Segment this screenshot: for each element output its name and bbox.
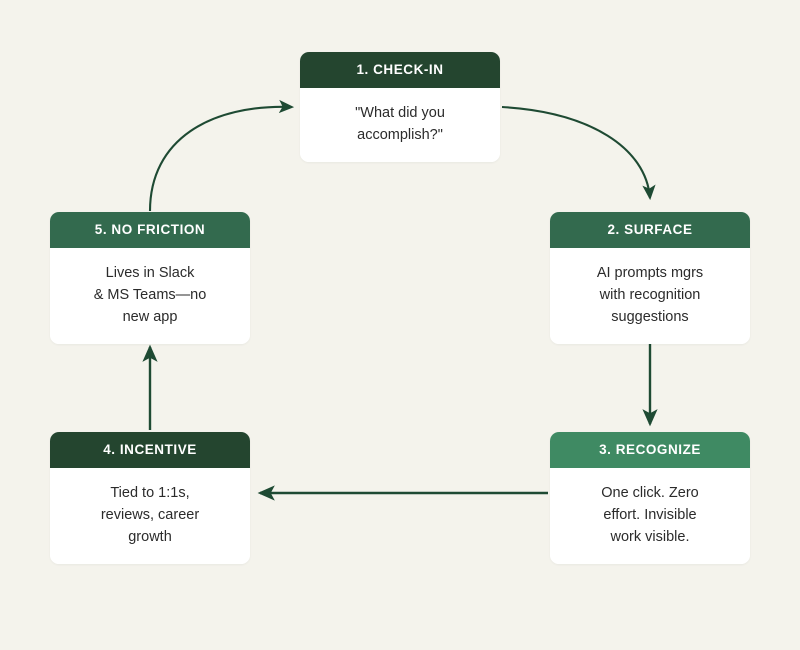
node-no-friction-title: 5. NO FRICTION: [50, 212, 250, 248]
node-recognize[interactable]: 3. RECOGNIZE One click. Zero effort. Inv…: [550, 432, 750, 564]
node-incentive-body: Tied to 1:1s, reviews, career growth: [50, 468, 250, 564]
connector-no-friction-to-check-in: [148, 99, 295, 212]
node-check-in[interactable]: 1. CHECK-IN "What did you accomplish?": [300, 52, 500, 162]
node-recognize-title: 3. RECOGNIZE: [550, 432, 750, 468]
node-surface-title: 2. SURFACE: [550, 212, 750, 248]
node-no-friction-body: Lives in Slack & MS Teams—no new app: [50, 248, 250, 344]
node-incentive[interactable]: 4. INCENTIVE Tied to 1:1s, reviews, care…: [50, 432, 250, 564]
node-check-in-title: 1. CHECK-IN: [300, 52, 500, 88]
node-recognize-body: One click. Zero effort. Invisible work v…: [550, 468, 750, 564]
node-incentive-title: 4. INCENTIVE: [50, 432, 250, 468]
node-check-in-body: "What did you accomplish?": [300, 88, 500, 162]
node-no-friction[interactable]: 5. NO FRICTION Lives in Slack & MS Teams…: [50, 212, 250, 344]
node-surface[interactable]: 2. SURFACE AI prompts mgrs with recognit…: [550, 212, 750, 344]
connector-check-in-to-surface: [501, 105, 656, 201]
node-surface-body: AI prompts mgrs with recognition suggest…: [550, 248, 750, 344]
